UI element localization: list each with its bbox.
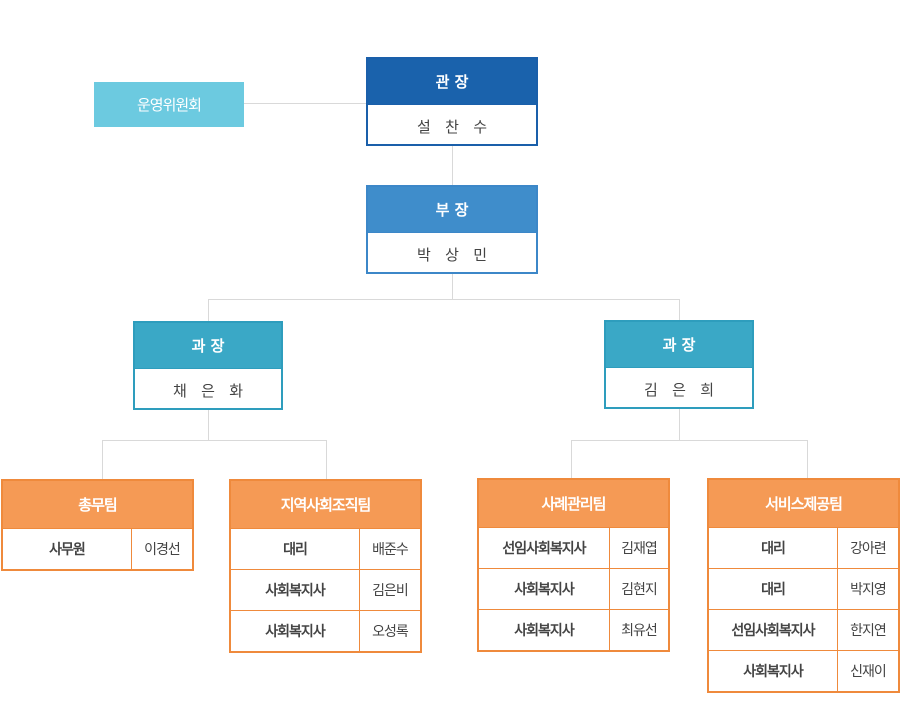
team-member-row: 사회복지사 오성록: [231, 610, 420, 651]
section-chief-right-name: 김 은 희: [606, 367, 752, 410]
deputy-name: 박 상 민: [368, 232, 536, 275]
member-role: 사회복지사: [231, 570, 360, 610]
member-name: 이경선: [144, 542, 181, 558]
section-chief-right-title: 과 장: [606, 322, 752, 367]
connector-director-deputy: [452, 146, 453, 185]
member-name: 김재엽: [621, 541, 658, 557]
connector-deputy-down: [452, 274, 453, 299]
team-name: 서비스제공팀: [709, 480, 898, 527]
member-name: 신재이: [850, 664, 887, 680]
team-member-row: 선임사회복지사 한지연: [709, 609, 898, 650]
section-chief-right-box: 과 장 김 은 희: [604, 320, 754, 409]
section-chief-left-box: 과 장 채 은 화: [133, 321, 283, 410]
member-role: 사회복지사: [709, 651, 838, 691]
member-role: 대리: [709, 528, 838, 568]
member-name: 박지영: [850, 582, 887, 598]
team-member-row: 사회복지사 김현지: [479, 568, 668, 609]
connector-right-section-up: [679, 299, 680, 320]
member-name: 김현지: [621, 582, 658, 598]
section-chief-left-name: 채 은 화: [135, 368, 281, 411]
connector-team2-up: [326, 440, 327, 479]
director-name: 설 찬 수: [368, 104, 536, 147]
connector-left-teams-horizontal: [102, 440, 327, 441]
team-name: 사례관리팀: [479, 480, 668, 527]
member-name: 배준수: [372, 542, 409, 558]
team-name: 지역사회조직팀: [231, 481, 420, 528]
connector-team4-up: [807, 440, 808, 478]
connector-team1-up: [102, 440, 103, 479]
team-member-row: 사회복지사 최유선: [479, 609, 668, 650]
member-name: 오성록: [372, 624, 409, 640]
connector-left-section-down: [208, 410, 209, 440]
deputy-box: 부 장 박 상 민: [366, 185, 538, 274]
member-name: 한지연: [850, 623, 887, 639]
member-role: 사무원: [3, 529, 132, 569]
section-chief-left-title: 과 장: [135, 323, 281, 368]
director-box: 관 장 설 찬 수: [366, 57, 538, 146]
connector-right-teams-horizontal: [571, 440, 808, 441]
connector-sections-horizontal: [208, 299, 680, 300]
member-role: 선임사회복지사: [709, 610, 838, 650]
team-service-provision: 서비스제공팀 대리 강아련 대리 박지영 선임사회복지사 한지연 사회복지사 신…: [707, 478, 900, 693]
member-role: 대리: [231, 529, 360, 569]
member-name: 강아련: [850, 541, 887, 557]
team-member-row: 사무원 이경선: [3, 528, 192, 569]
connector-left-section-up: [208, 299, 209, 321]
team-member-row: 선임사회복지사 김재엽: [479, 527, 668, 568]
member-role: 대리: [709, 569, 838, 609]
team-general-affairs: 총무팀 사무원 이경선: [1, 479, 194, 571]
connector-team3-up: [571, 440, 572, 478]
member-role: 선임사회복지사: [479, 528, 610, 568]
team-member-row: 사회복지사 김은비: [231, 569, 420, 610]
team-case-management: 사례관리팀 선임사회복지사 김재엽 사회복지사 김현지 사회복지사 최유선: [477, 478, 670, 652]
team-member-row: 대리 배준수: [231, 528, 420, 569]
team-name: 총무팀: [3, 481, 192, 528]
deputy-title: 부 장: [368, 187, 536, 232]
member-name: 김은비: [372, 583, 409, 599]
director-title: 관 장: [368, 59, 536, 104]
team-member-row: 대리 박지영: [709, 568, 898, 609]
connector-committee-director: [244, 103, 366, 104]
committee-box: 운영위원회: [94, 82, 244, 127]
member-name: 최유선: [621, 623, 658, 639]
member-role: 사회복지사: [231, 611, 360, 651]
team-member-row: 사회복지사 신재이: [709, 650, 898, 691]
connector-right-section-down: [679, 409, 680, 440]
member-role: 사회복지사: [479, 569, 610, 609]
team-community-organizing: 지역사회조직팀 대리 배준수 사회복지사 김은비 사회복지사 오성록: [229, 479, 422, 653]
team-member-row: 대리 강아련: [709, 527, 898, 568]
member-role: 사회복지사: [479, 610, 610, 650]
